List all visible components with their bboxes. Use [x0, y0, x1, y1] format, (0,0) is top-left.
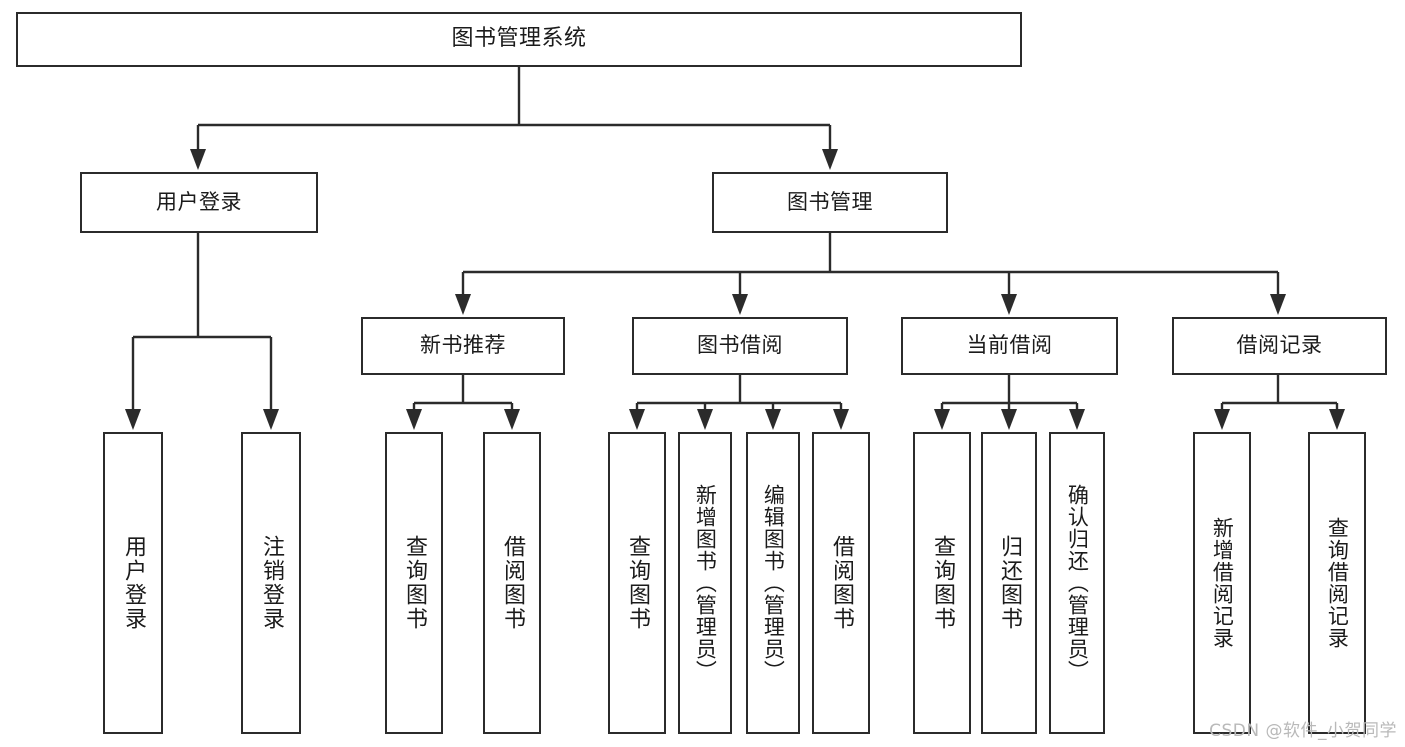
- leaf-query-book-current[interactable]: 查询图书: [913, 432, 971, 734]
- arrowhead-bookborrow-l1: [629, 409, 645, 430]
- leaf-borrow-book-recommend[interactable]: 借阅图书: [483, 432, 541, 734]
- leaf-return-book[interactable]: 归还图书: [981, 432, 1037, 734]
- arrowhead-newbook-l2: [504, 409, 520, 430]
- arrowhead-bookmgmt: [822, 149, 838, 170]
- node-label: 查询借阅记录: [1325, 517, 1350, 649]
- arrowhead-leaf-logout: [263, 409, 279, 430]
- node-label: 查询图书: [401, 535, 427, 631]
- leaf-query-book-borrow[interactable]: 查询图书: [608, 432, 666, 734]
- arrowhead-newbook: [455, 294, 471, 315]
- arrowhead-bookborrow-l2: [697, 409, 713, 430]
- node-book-management[interactable]: 图书管理: [712, 172, 948, 233]
- arrowhead-currentborrow-l2: [1001, 409, 1017, 430]
- node-label: 用户登录: [156, 189, 242, 214]
- node-user-login[interactable]: 用户登录: [80, 172, 318, 233]
- leaf-add-borrow-record[interactable]: 新增借阅记录: [1193, 432, 1251, 734]
- arrowhead-borrowrecord-l1: [1214, 409, 1230, 430]
- watermark-text: CSDN @软件_小贺同学: [1209, 721, 1397, 741]
- arrowhead-bookborrow-l4: [833, 409, 849, 430]
- node-label: 确认归还（管理员）: [1065, 484, 1090, 682]
- arrowhead-borrowrecord-l2: [1329, 409, 1345, 430]
- arrowhead-bookborrow-l3: [765, 409, 781, 430]
- arrowhead-bookborrow: [732, 294, 748, 315]
- node-label: 新增图书（管理员）: [693, 484, 718, 682]
- arrowhead-currentborrow-l3: [1069, 409, 1085, 430]
- node-new-book-recommend[interactable]: 新书推荐: [361, 317, 565, 375]
- node-label: 借阅图书: [499, 535, 525, 631]
- node-label: 编辑图书（管理员）: [761, 484, 786, 682]
- leaf-logout[interactable]: 注销登录: [241, 432, 301, 734]
- node-book-borrow[interactable]: 图书借阅: [632, 317, 848, 375]
- leaf-user-login[interactable]: 用户登录: [103, 432, 163, 734]
- node-label: 用户登录: [120, 535, 146, 631]
- node-label: 查询图书: [929, 535, 955, 631]
- node-label: 图书管理: [787, 189, 873, 214]
- node-label: 注销登录: [258, 535, 284, 631]
- node-label: 借阅图书: [828, 535, 854, 631]
- arrowhead-currentborrow-l1: [934, 409, 950, 430]
- leaf-edit-book-admin[interactable]: 编辑图书（管理员）: [746, 432, 800, 734]
- leaf-query-book-recommend[interactable]: 查询图书: [385, 432, 443, 734]
- node-borrow-record[interactable]: 借阅记录: [1172, 317, 1387, 375]
- node-label: 新增借阅记录: [1210, 517, 1235, 649]
- leaf-borrow-book[interactable]: 借阅图书: [812, 432, 870, 734]
- node-label: 当前借阅: [966, 333, 1053, 358]
- leaf-confirm-return-admin[interactable]: 确认归还（管理员）: [1049, 432, 1105, 734]
- arrowhead-currentborrow: [1001, 294, 1017, 315]
- node-label: 借阅记录: [1236, 333, 1323, 358]
- node-label: 图书管理系统: [451, 26, 587, 52]
- node-root-book-management-system[interactable]: 图书管理系统: [16, 12, 1022, 67]
- node-label: 查询图书: [624, 535, 650, 631]
- arrowhead-borrowrecord: [1270, 294, 1286, 315]
- leaf-query-borrow-record[interactable]: 查询借阅记录: [1308, 432, 1366, 734]
- node-label: 归还图书: [996, 535, 1022, 631]
- arrowhead-leaf-user-login: [125, 409, 141, 430]
- node-label: 新书推荐: [420, 333, 506, 358]
- arrowhead-userlogin: [190, 149, 206, 170]
- node-current-borrow[interactable]: 当前借阅: [901, 317, 1118, 375]
- leaf-add-book-admin[interactable]: 新增图书（管理员）: [678, 432, 732, 734]
- node-label: 图书借阅: [697, 333, 783, 358]
- arrowhead-newbook-l1: [406, 409, 422, 430]
